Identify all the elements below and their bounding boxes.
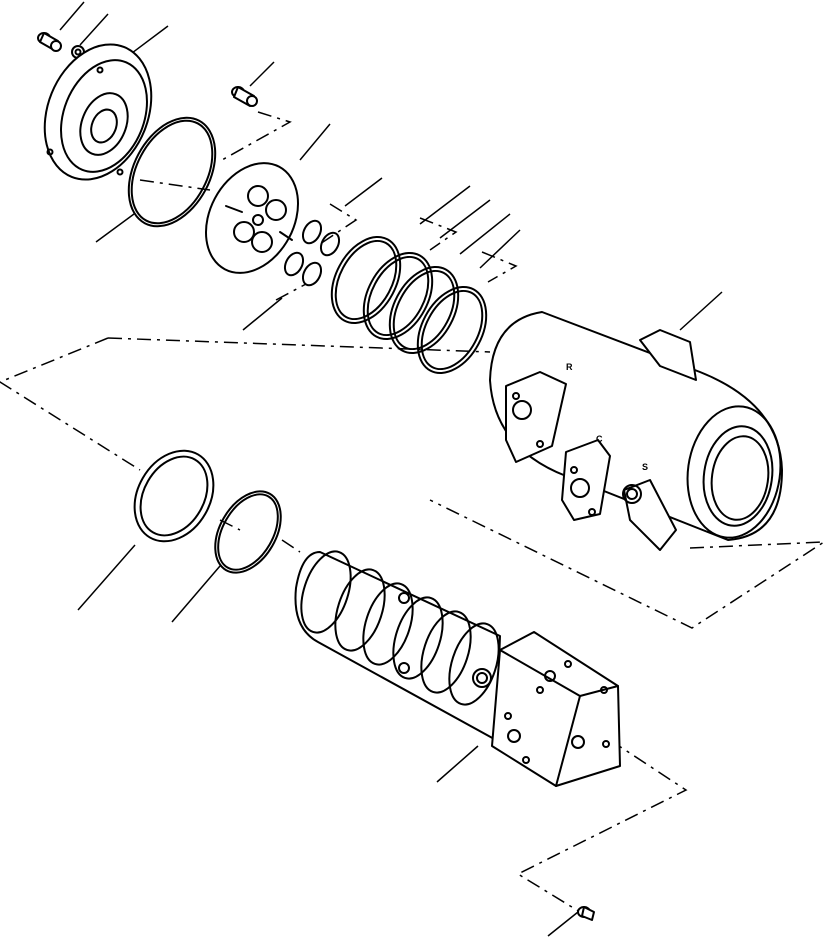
o-ring-large <box>127 116 217 228</box>
leader-lines <box>59 1 723 937</box>
seal-rings <box>330 236 488 374</box>
plug-fitting-bottom <box>577 906 595 921</box>
cap-screw-top-left <box>37 32 62 52</box>
o-ring-lower <box>214 490 282 574</box>
distributor-plate <box>204 162 300 274</box>
port-label-s: S <box>642 462 648 472</box>
cap-screw-mid <box>231 86 258 107</box>
backup-ring <box>133 449 215 543</box>
port-label-c: C <box>596 434 603 444</box>
port-label-r: R <box>566 362 573 372</box>
rotor-shaft <box>294 550 621 787</box>
small-o-rings <box>283 219 341 287</box>
cover-plate <box>43 43 153 181</box>
assembly-lines <box>0 111 824 913</box>
swivel-housing: R C S <box>489 311 783 551</box>
